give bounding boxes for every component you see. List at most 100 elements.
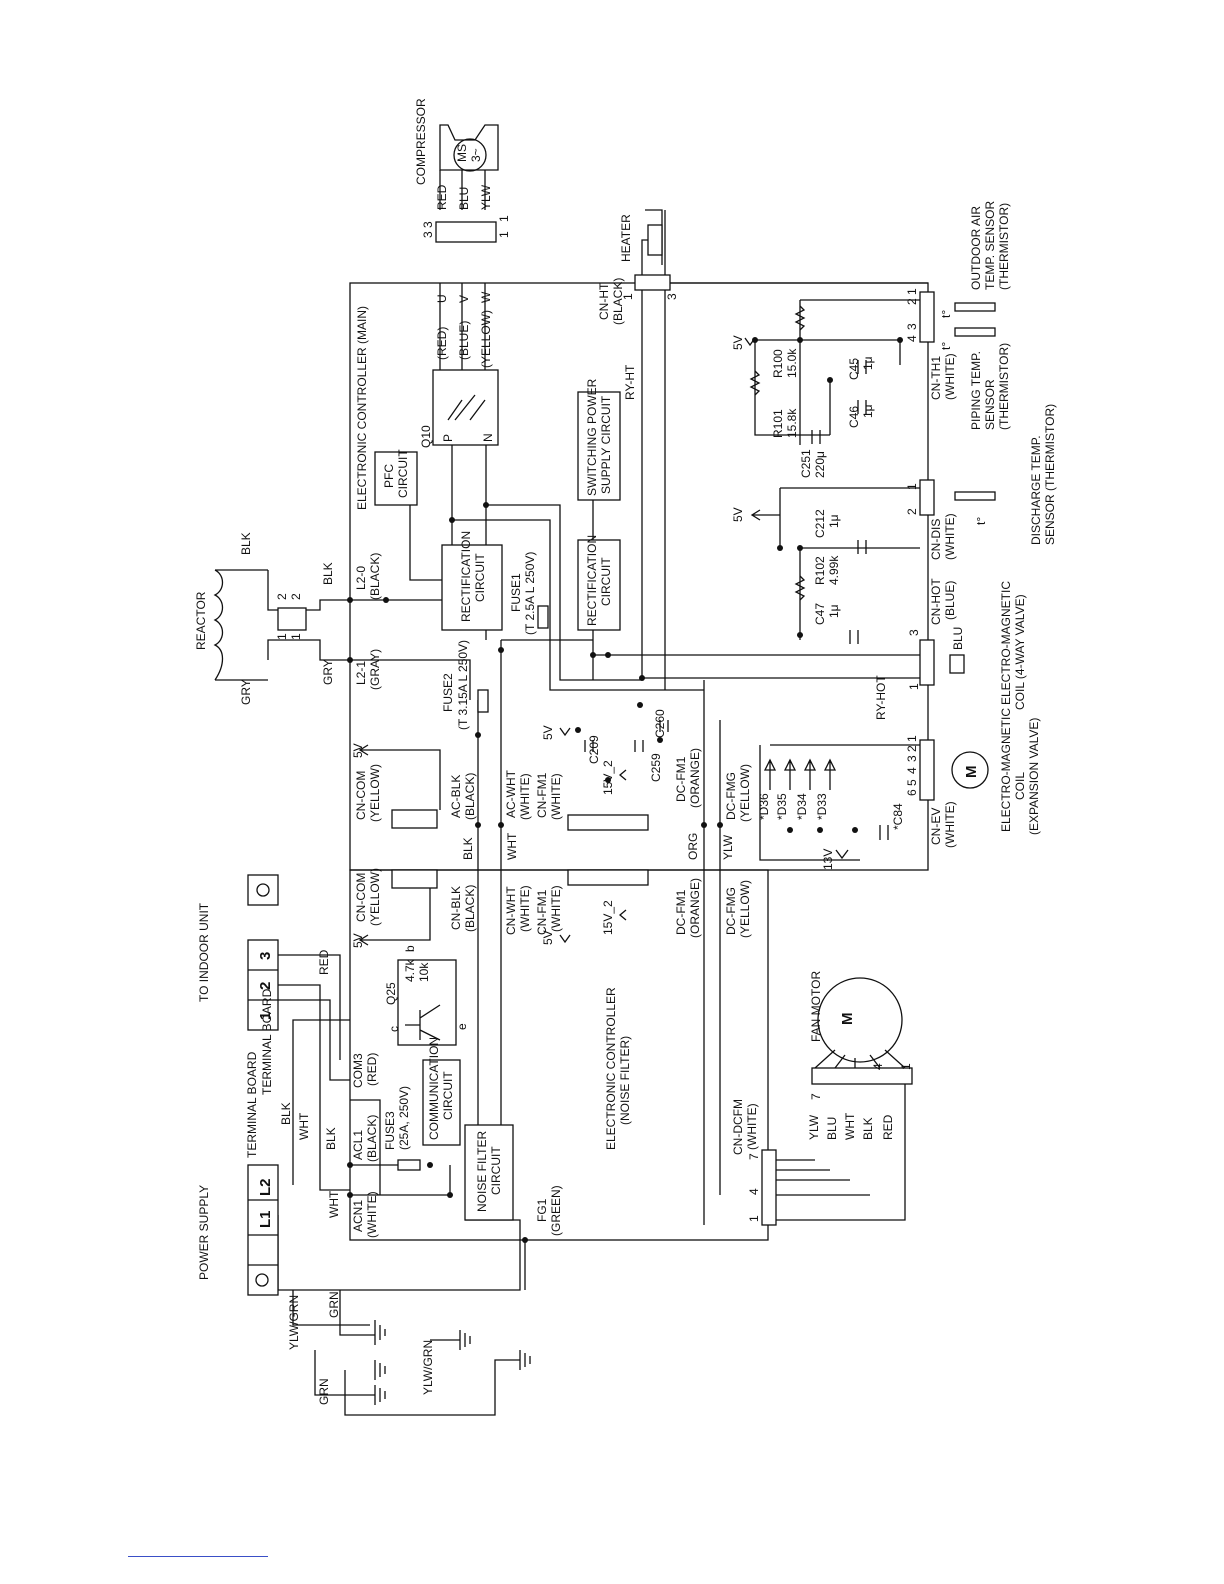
cn-dis-connector (919, 479, 935, 516)
dc-fmg-b-label: DC-FMG (724, 887, 738, 935)
wire-blk-label-1: BLK (239, 532, 253, 555)
pin-1b: 1 (497, 215, 511, 222)
ec-main-label: ELECTRONIC CONTROLLER (MAIN) (355, 306, 369, 510)
terminal-board-label-1: TERMINAL BOARD (245, 1051, 259, 1158)
pin-cnev-2: 2 (905, 745, 919, 752)
fuse1-rating: (T 2.5A L 250V) (523, 552, 537, 635)
ac-wht-color: (WHITE) (518, 773, 532, 820)
wire-ylw-label-1: YLW (721, 834, 735, 860)
dc-fm1-b-color: (ORANGE) (688, 878, 702, 938)
pin-cnth1-3: 3 (905, 323, 919, 330)
l2-1-color: (GRAY) (368, 649, 382, 690)
wire-wht-label-2: WHT (297, 1112, 311, 1140)
cn-th1-color: (WHITE) (943, 353, 957, 400)
em-coil-4way-label-1: ELECTRO-MAGNETIC (999, 581, 1013, 705)
fuse3-label: FUSE3 (383, 1111, 397, 1150)
com3-color: (RED) (365, 1053, 379, 1086)
cn-com-connector-b (391, 869, 438, 889)
d36-label: *D36 (757, 793, 771, 820)
p-label: P (441, 434, 455, 442)
wire-blk-label-4: BLK (279, 1102, 293, 1125)
cn-blk-color: (BLACK) (463, 885, 477, 932)
terminal-l2-label: L2 (257, 1178, 274, 1196)
cn-com-b-label: CN-COM (354, 873, 368, 922)
fuse3-rating: (25A, 250V) (397, 1086, 411, 1150)
switching-power-supply-box (577, 391, 621, 501)
fan-motor-symbol (814, 977, 906, 1069)
ac-wht-label: AC-WHT (504, 769, 518, 818)
c212-label: C212 (813, 509, 827, 538)
power-terminal-board (247, 1164, 279, 1296)
rectification-2-label: RECTIFICATION (585, 535, 599, 626)
communication-label: COMMUNICATION (427, 1037, 441, 1140)
v5-label-2: 5V (351, 933, 365, 948)
piping-sensor-label-1: PIPING TEMP. (969, 351, 983, 430)
em-coil-ev-label-2: COIL (1013, 772, 1027, 800)
w-yellow-label: (YELLOW) (479, 310, 493, 368)
to-indoor-label: TO INDOOR UNIT (197, 902, 211, 1002)
cn-fm1-connector-b (567, 869, 649, 886)
pin-dcfm-4: 4 (747, 1188, 761, 1195)
c251-value: 220μ (813, 451, 827, 478)
rectification-circuit-1-box (441, 544, 503, 631)
fan-blu-label: BLU (825, 1117, 839, 1140)
wire-wht-label-3: WHT (327, 1190, 341, 1218)
em-coil-4way-label-2: COIL (4-WAY VALVE) (1013, 594, 1027, 710)
pin-1a: 1 (497, 231, 511, 238)
fuse2-label: FUSE2 (441, 673, 455, 712)
cn-dcfm-connector (761, 1149, 777, 1226)
fuse3-symbol (397, 1159, 421, 1171)
c251-label: C251 (799, 449, 813, 478)
ac-blk-label: AC-BLK (449, 775, 463, 818)
cn-dis-color: (WHITE) (943, 513, 957, 560)
rectification-1-label: RECTIFICATION (459, 531, 473, 622)
compressor-label: COMPRESSOR (414, 98, 428, 185)
thermistor-t-label-1: t° (939, 310, 953, 318)
capacitors (584, 360, 889, 840)
fan-ylw-label: YLW (807, 1114, 821, 1140)
cn-fm1-a-color: (WHITE) (549, 773, 563, 820)
noise-filter-board (349, 869, 769, 1241)
pin-cnev-1: 1 (905, 735, 919, 742)
cn-ev-connector (919, 739, 935, 801)
r101-label: R101 (771, 409, 785, 438)
c259-label: C259 (649, 753, 663, 782)
wire-wht-label-1: WHT (505, 832, 519, 860)
fan-wht-label: WHT (843, 1112, 857, 1140)
noise-filter-label-2: CIRCUIT (489, 1146, 503, 1195)
junction-dots (347, 337, 903, 1243)
cn-fm1-b-label: CN-FM1 (535, 889, 549, 935)
pin-cnht-3: 3 (665, 293, 679, 300)
noise-filter-circuit-box (464, 1124, 514, 1221)
wires (215, 210, 928, 1416)
ec-noise-label-2: (NOISE FILTER) (618, 1036, 632, 1125)
cn-fm1-a-label: CN-FM1 (535, 772, 549, 818)
cn-wht-color: (WHITE) (518, 885, 532, 932)
outdoor-sensor-label-3: (THERMISTOR) (997, 203, 1011, 290)
fan-blk-label: BLK (861, 1117, 875, 1140)
u-red-label: (RED) (435, 327, 449, 360)
ev-m-label: M (963, 766, 980, 779)
r-10k-label: 10k (417, 962, 431, 982)
ms-label: MS (455, 144, 469, 162)
piping-sensor-label-3: (THERMISTOR) (997, 343, 1011, 430)
supply-arrows (358, 337, 849, 946)
pin-3a: 3 (421, 231, 435, 238)
pin-fan-1: 1 (899, 1063, 913, 1070)
discharge-sensor-label-2: SENSOR (THERMISTOR) (1043, 404, 1057, 545)
cn-dcfm-label: CN-DCFM (731, 1099, 745, 1155)
com3-label: COM3 (351, 1053, 365, 1088)
pin-cndis-2: 2 (905, 508, 919, 515)
w-label: W (479, 291, 493, 303)
pin-cnht-1: 1 (621, 293, 635, 300)
cn-com-connector-a (391, 809, 438, 829)
pin-cnhot-3: 3 (907, 629, 921, 636)
wire-blk-label-3: BLK (461, 837, 475, 860)
fan-motor-connector (811, 1067, 913, 1085)
wire-org-label: ORG (686, 833, 700, 860)
reactor-label: REACTOR (194, 591, 208, 650)
pin-cnth1-4: 4 (905, 335, 919, 342)
inverter-q10 (432, 369, 499, 446)
v5-label-3: 5V (731, 335, 745, 350)
smps-label-2: SUPPLY CIRCUIT (599, 395, 613, 494)
